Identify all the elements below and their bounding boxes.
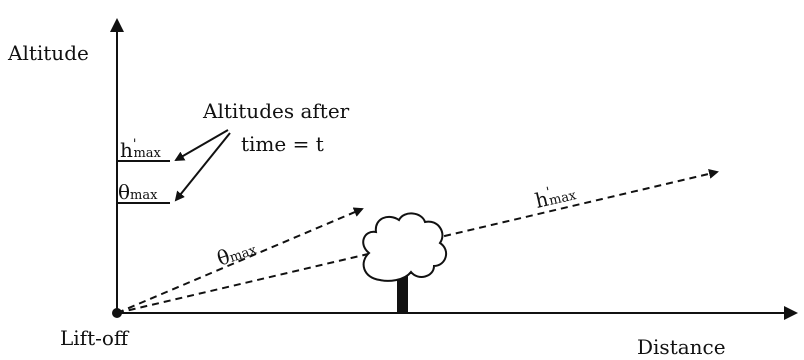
theta-path-label: θmax xyxy=(214,235,260,271)
x-axis-label: Distance xyxy=(637,335,726,359)
annotation-line2: time = t xyxy=(241,132,324,156)
y-axis-label: Altitude xyxy=(7,41,89,65)
origin-label: Lift-off xyxy=(60,326,130,350)
hmax-path-label: h'max xyxy=(533,179,579,213)
annotation-arrow-theta xyxy=(176,133,230,200)
annotation-line1: Altitudes after xyxy=(202,99,350,123)
hmax-tick-label: h'max xyxy=(120,137,162,162)
tree-icon xyxy=(363,213,446,311)
theta-tick-label: θmax xyxy=(118,180,158,204)
